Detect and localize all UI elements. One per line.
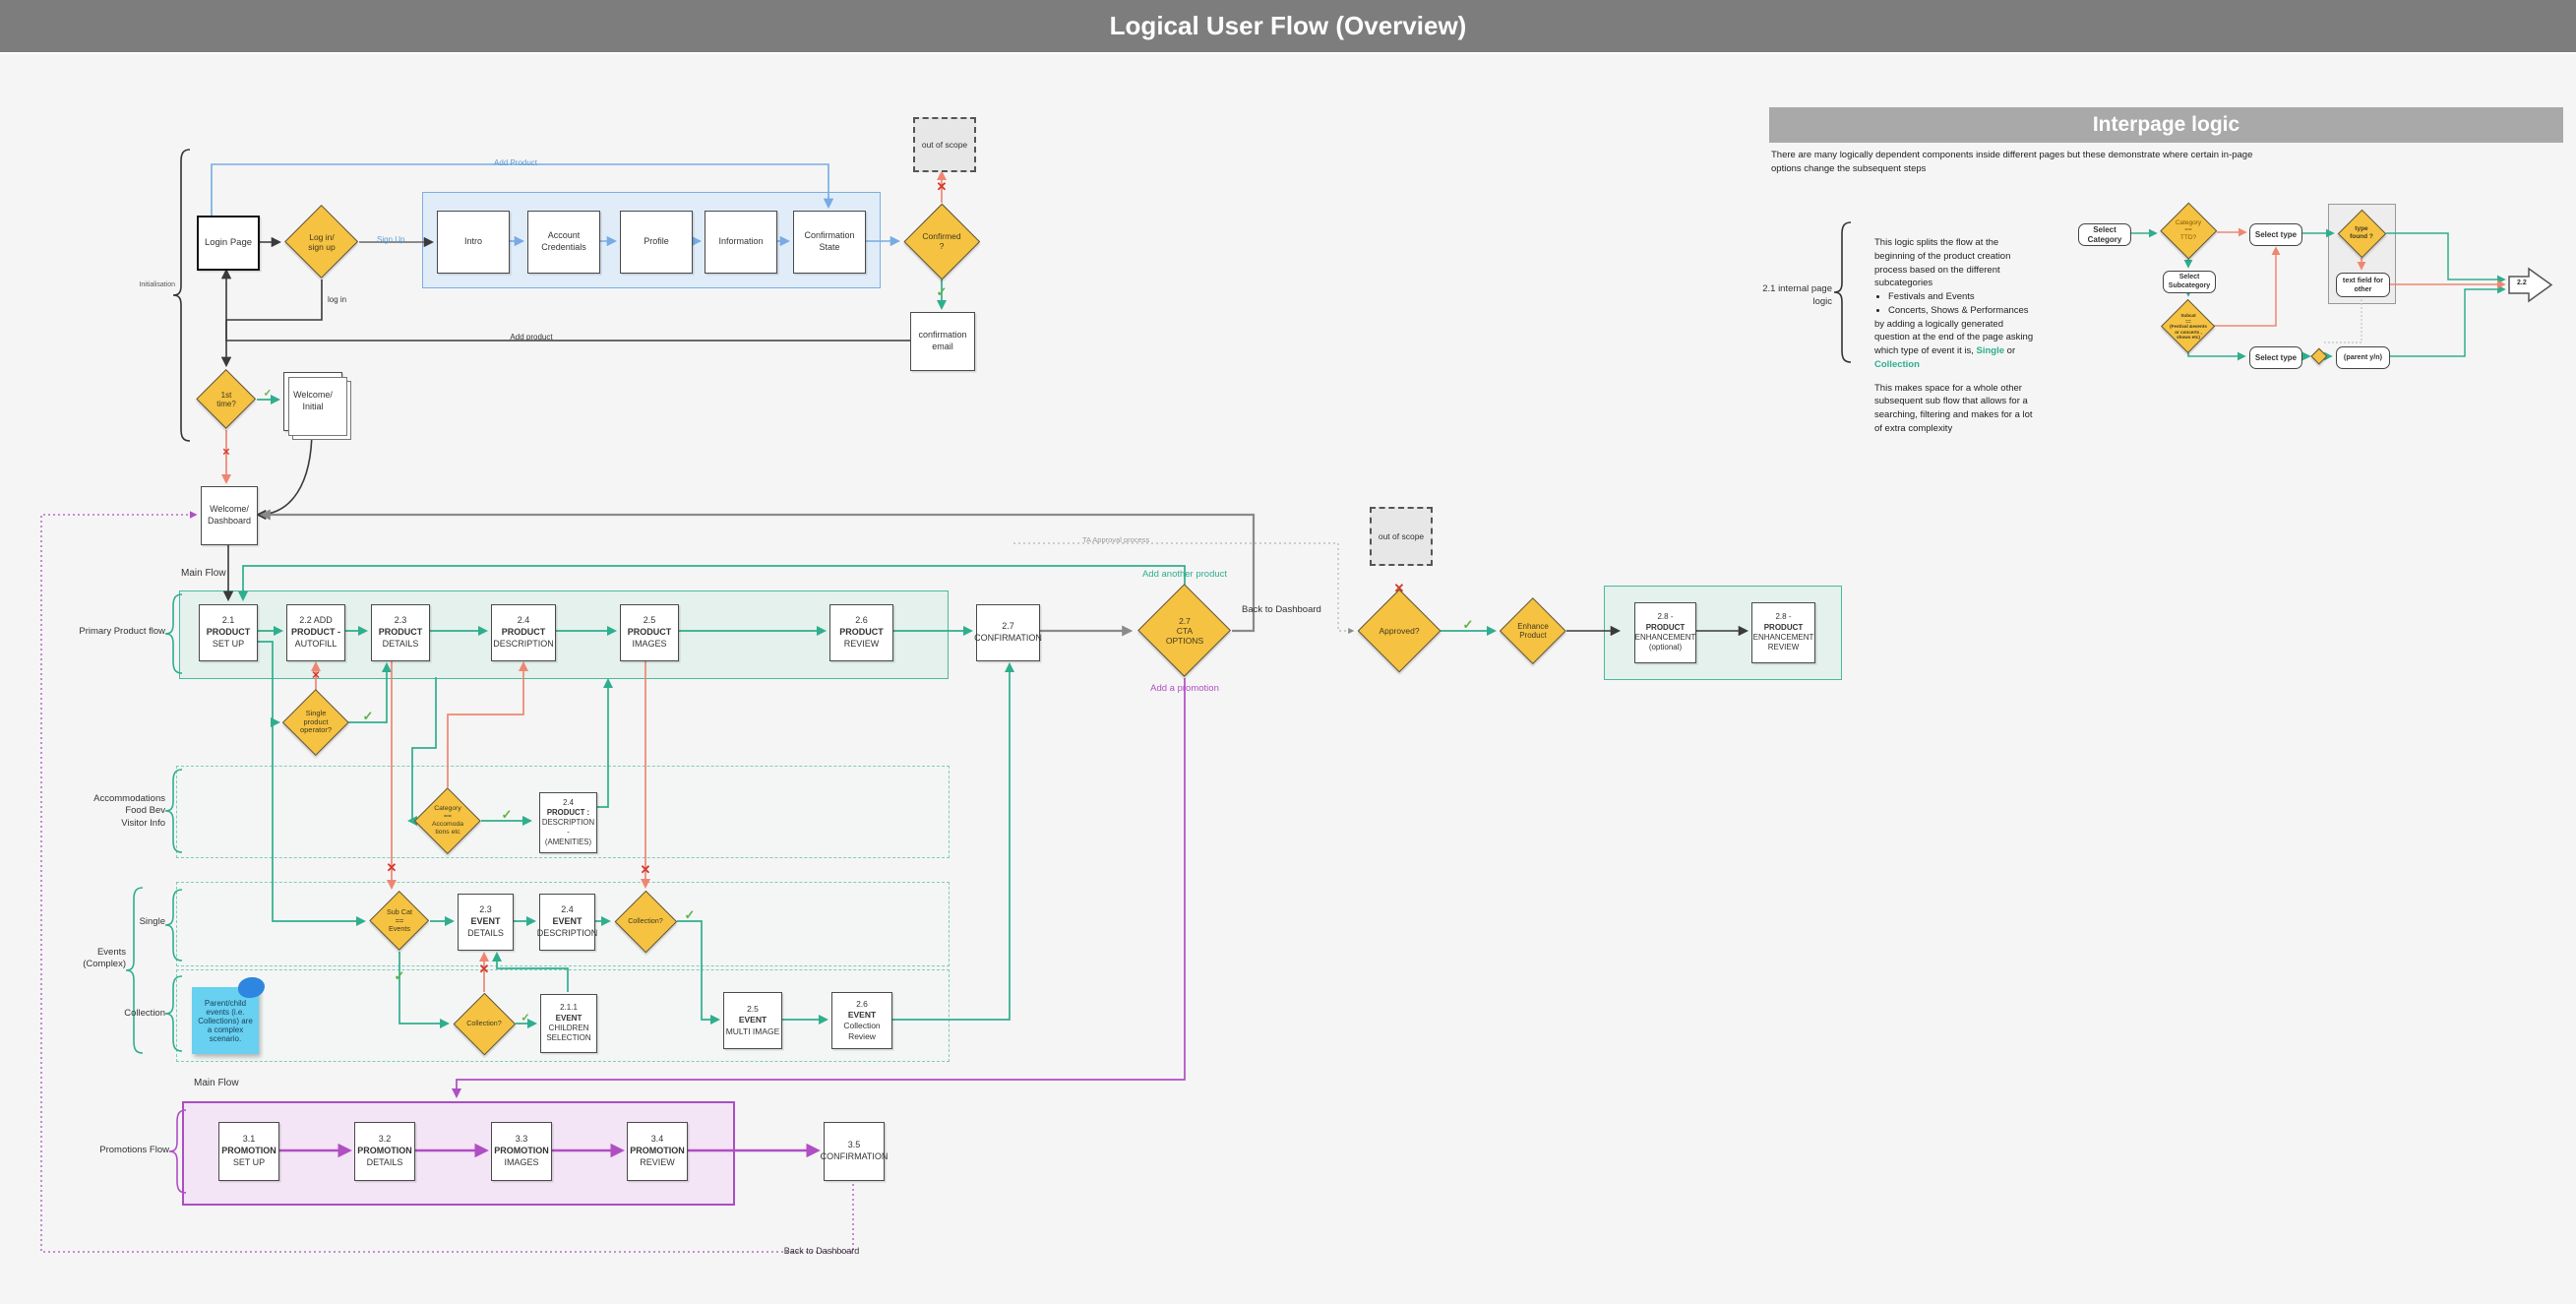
check-icon: ✓ xyxy=(501,807,513,822)
promotions-main-flow-label: Main Flow xyxy=(194,1078,239,1088)
single-bracket-label: Single xyxy=(139,916,165,927)
mini-decision[interactable] xyxy=(2310,347,2328,365)
out-of-scope-note-top[interactable]: out of scope xyxy=(913,117,976,172)
login-page-node[interactable]: Login Page xyxy=(197,216,260,271)
x-icon: ✕ xyxy=(478,962,490,976)
goto-2-2-label: 2.2 xyxy=(2517,279,2527,286)
check-icon: ✓ xyxy=(936,284,948,299)
add-a-promotion-edge-label: Add a promotion xyxy=(1150,683,1219,694)
x-icon: ✕ xyxy=(1393,581,1405,595)
add-product-top-edge-label: Add Product xyxy=(493,158,538,167)
login-signup-decision[interactable]: Log in/sign up xyxy=(284,205,359,279)
approved-decision[interactable]: Approved? xyxy=(1357,589,1441,673)
x-icon: ✕ xyxy=(640,862,651,877)
single-highlight: Single xyxy=(1976,345,2005,357)
x-icon: ✕ xyxy=(221,447,231,459)
events-bracket-label: Events(Complex) xyxy=(83,947,126,970)
sign-up-edge-label: Sign Up xyxy=(377,235,405,244)
bullet-festivals: Festivals and Events xyxy=(1888,290,2040,304)
check-icon: ✓ xyxy=(1462,617,1474,632)
select-type-node-bottom[interactable]: Select type xyxy=(2249,346,2302,369)
account-credentials-node[interactable]: Account Credentials xyxy=(527,211,600,274)
check-icon: ✓ xyxy=(263,388,273,400)
initialisation-bracket-label: Initialisation xyxy=(139,281,175,288)
add-another-product-edge-label: Add another product xyxy=(1141,569,1228,580)
back-to-dashboard-edge-label: Back to Dashboard xyxy=(1242,604,1321,615)
select-type-node-top[interactable]: Select type xyxy=(2249,223,2302,246)
check-icon: ✓ xyxy=(394,968,405,983)
category-ttd-decision[interactable]: Category==TTD? xyxy=(2160,202,2217,259)
welcome-dashboard-node[interactable]: Welcome/Dashboard xyxy=(201,486,258,545)
out-of-scope-note-right[interactable]: out of scope xyxy=(1370,507,1433,566)
primary-product-flow-label: Primary Product flow xyxy=(79,626,165,637)
check-icon: ✓ xyxy=(684,907,696,922)
add-product-return-edge-label: Add product xyxy=(510,333,553,342)
confirmation-state-node[interactable]: Confirmation State xyxy=(793,211,866,274)
select-subcategory-node[interactable]: Select Subcategory xyxy=(2163,271,2216,293)
subcat-events-decision[interactable]: Sub Cat==Events xyxy=(369,891,430,952)
collection-bracket-label: Collection xyxy=(124,1008,165,1019)
promotions-flow-bracket-label: Promotions Flow xyxy=(99,1145,169,1155)
goto-2-2-arrow xyxy=(2508,267,2553,303)
profile-node[interactable]: Profile xyxy=(620,211,693,274)
collection-highlight: Collection xyxy=(1874,358,1920,370)
page-title: Logical User Flow (Overview) xyxy=(0,0,2576,54)
x-icon: ✕ xyxy=(311,669,321,682)
internal-page-logic-text: This logic splits the flow at the beginn… xyxy=(1874,236,2040,436)
x-icon: ✕ xyxy=(936,179,948,194)
check-icon: ✓ xyxy=(362,709,374,723)
ta-approval-edge-label: TA Approval process xyxy=(1082,535,1150,544)
back-to-dashboard-bottom-label: Back to Dashboard xyxy=(783,1246,860,1256)
parent-yn-node[interactable]: (parent y/n) xyxy=(2336,346,2390,369)
log-in-edge-label: log in xyxy=(328,295,347,304)
main-flow-label: Main Flow xyxy=(181,568,226,579)
bullet-concerts: Concerts, Shows & Performances xyxy=(1888,304,2040,318)
confirmed-decision[interactable]: Confirmed? xyxy=(903,203,980,279)
collection-decision-collection[interactable]: Collection? xyxy=(453,992,516,1055)
collection-decision-single[interactable]: Collection? xyxy=(614,890,677,953)
information-node[interactable]: Information xyxy=(705,211,777,274)
interpage-intro-text: There are many logically dependent compo… xyxy=(1771,150,2253,175)
diamond-shape xyxy=(2310,347,2328,365)
check-icon: ✓ xyxy=(521,1012,530,1025)
select-category-node[interactable]: Select Category xyxy=(2078,223,2131,246)
intro-node[interactable]: Intro xyxy=(437,211,510,274)
welcome-initial-node[interactable]: Welcome/Initial xyxy=(283,372,351,440)
x-icon: ✕ xyxy=(386,860,398,875)
interpage-logic-header: Interpage logic xyxy=(1769,107,2563,143)
